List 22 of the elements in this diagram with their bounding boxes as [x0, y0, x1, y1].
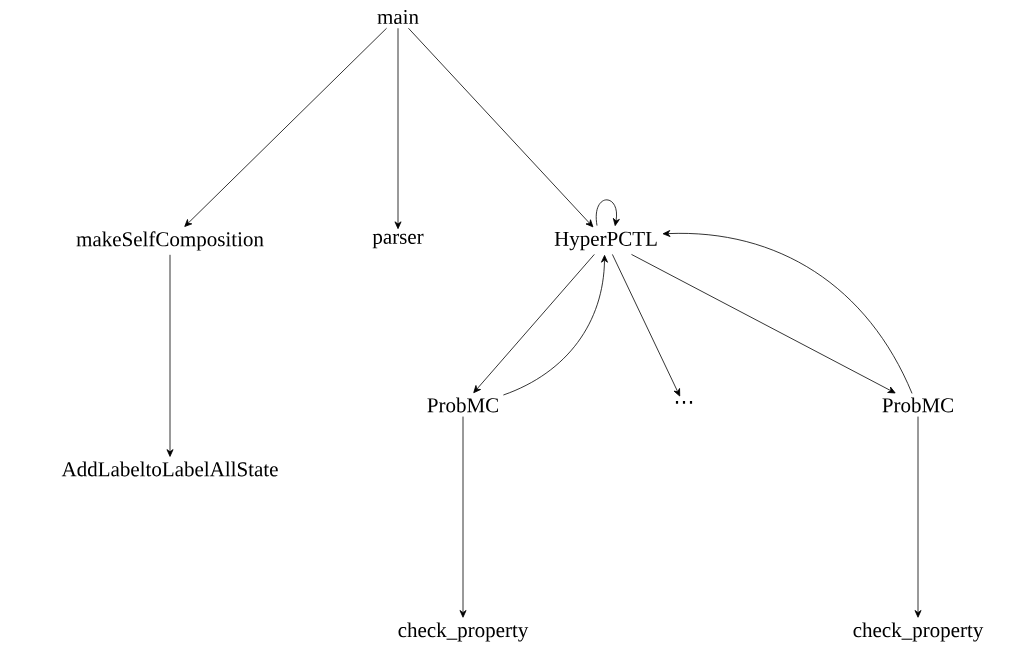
arrow — [612, 254, 681, 397]
function-label: ProbMC — [427, 397, 498, 413]
function-label: ProbMC — [882, 397, 953, 413]
arrow — [394, 27, 402, 230]
function-label: HyperPCTL — [554, 231, 657, 251]
function-label: makeSelfComposition — [76, 231, 264, 251]
curved-arrow — [503, 255, 608, 396]
arrow — [473, 254, 595, 394]
arrow — [631, 254, 896, 394]
arrow — [166, 254, 174, 457]
arrow — [184, 27, 387, 227]
arrow — [914, 416, 922, 618]
function-label: check_property — [853, 622, 984, 642]
curved-arrow — [662, 230, 913, 394]
function-label: parser — [372, 233, 424, 249]
function-label: ⋯ — [675, 401, 693, 404]
arrow — [459, 416, 467, 618]
loop-arrow — [595, 199, 620, 226]
arrow — [408, 27, 594, 228]
function-label: AddLabeltoLabelAllState — [61, 461, 278, 477]
function-label: main — [377, 9, 419, 25]
function-label: check_property — [398, 622, 529, 642]
